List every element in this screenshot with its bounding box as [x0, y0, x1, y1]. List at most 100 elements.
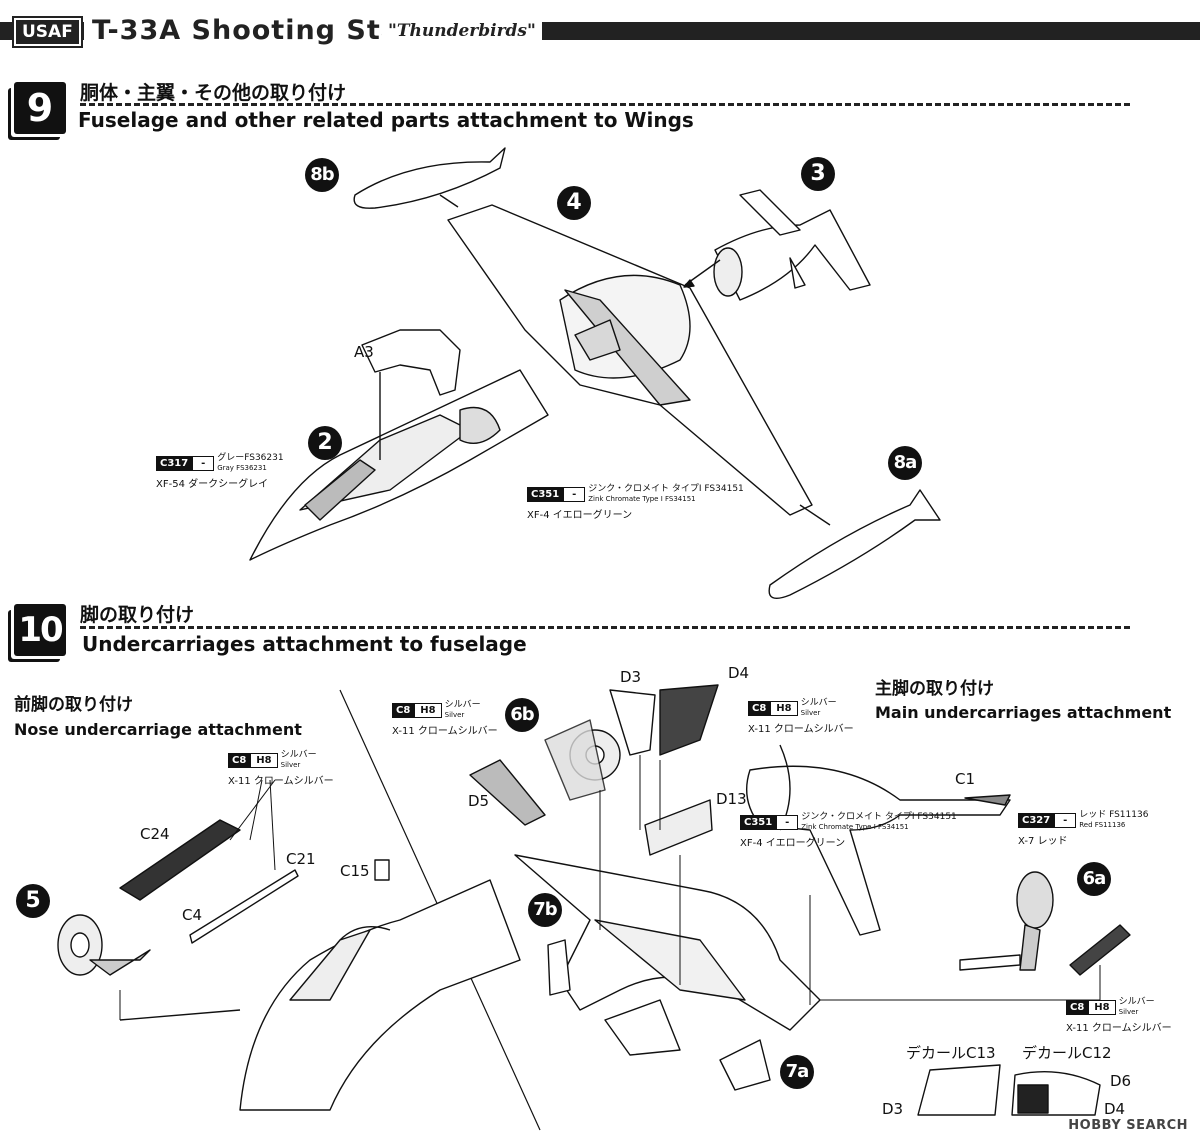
- paint-callout-silver-6b: C8 H8 シルバー Silver X-11 クロームシルバー: [392, 700, 498, 737]
- decal-label-c13: デカールC13: [906, 1044, 996, 1062]
- paint-callout-zinc: C351 - ジンク・クロメイト タイプⅠ FS34151 Zink Chrom…: [740, 812, 957, 849]
- part-label-d3: D3: [620, 668, 642, 686]
- part-callout-8a: 8a: [888, 446, 922, 480]
- part-callout-2: 2: [308, 426, 342, 460]
- paint-code: C8: [748, 700, 771, 716]
- paint-code-alt: -: [1054, 812, 1077, 828]
- plan-view-aircraft: [746, 765, 1011, 936]
- paint-name-jp: ジンク・クロメイト タイプⅠ FS34151: [801, 812, 957, 822]
- paint-code-alt: H8: [770, 700, 798, 716]
- paint-code-alt: -: [776, 814, 799, 830]
- part-callout-6a: 6a: [1077, 862, 1111, 896]
- paint-name-en: Red FS11136: [1079, 821, 1126, 829]
- paint-name-jp: レッド FS11136: [1079, 810, 1149, 820]
- paint-code: C8: [228, 752, 251, 768]
- part-label-c4: C4: [182, 906, 203, 924]
- paint-xf: X-11 クロームシルバー: [1066, 1023, 1172, 1034]
- nose-gear-title-jp: 前脚の取り付け: [14, 695, 133, 715]
- paint-code-alt: -: [192, 455, 215, 471]
- paint-xf: X-7 レッド: [1018, 836, 1068, 847]
- part-callout-4: 4: [557, 186, 591, 220]
- paint-name-jp: ジンク・クロメイト タイプⅠ FS34151: [588, 484, 744, 494]
- main-gear-title-jp: 主脚の取り付け: [875, 679, 994, 699]
- part-c24: [119, 819, 241, 901]
- part-callout-7a: 7a: [780, 1055, 814, 1089]
- part-callout-7b: 7b: [528, 893, 562, 927]
- paint-code: C8: [1066, 999, 1089, 1015]
- part-callout-6b: 6b: [505, 698, 539, 732]
- part-d3: [609, 689, 656, 756]
- paint-name-jp: シルバー: [1118, 997, 1155, 1007]
- paint-code-alt: H8: [414, 702, 442, 718]
- paint-name: ジンク・クロメイト タイプⅠ FS34151 Zink Chromate Typ…: [801, 812, 957, 832]
- paint-name-en: Zink Chromate Type I FS34151: [588, 495, 696, 503]
- paint-code: C351: [740, 814, 777, 830]
- paint-callout-c351: C351 - ジンク・クロメイト タイプⅠ FS34151 Zink Chrom…: [527, 484, 744, 521]
- part-label-a3: A3: [354, 343, 374, 361]
- paint-xf: X-11 クロームシルバー: [748, 724, 854, 735]
- decal-panel-d3: [917, 1064, 1001, 1116]
- paint-callout-silver-d4: C8 H8 シルバー Silver X-11 クロームシルバー: [748, 698, 854, 735]
- paint-code: C351: [527, 486, 564, 502]
- page-header: USAF T-33A Shooting Star "Thunderbirds": [0, 14, 1200, 50]
- paint-callout-silver-nose: C8 H8 シルバー Silver X-11 クロームシルバー: [228, 750, 334, 787]
- paint-callout-silver-6a: C8 H8 シルバー Silver X-11 クロームシルバー: [1066, 997, 1172, 1034]
- paint-name-jp: グレーFS36231: [217, 453, 284, 463]
- part-6a-door: [1069, 924, 1131, 976]
- part-d5: [469, 759, 546, 826]
- tail-assembly: [714, 209, 871, 301]
- drop-tank-8b: [353, 147, 506, 209]
- paint-name: ジンク・クロメイト タイプⅠ FS34151 Zink Chromate Typ…: [588, 484, 744, 504]
- paint-name-en: Silver: [444, 711, 465, 719]
- drop-tank-8a: [768, 489, 941, 599]
- paint-xf: XF-4 イエローグリーン: [740, 838, 846, 849]
- page-subtitle: "Thunderbirds": [382, 20, 542, 42]
- part-callout-5: 5: [16, 884, 50, 918]
- step-9-number: 9: [14, 82, 66, 134]
- watermark: HOBBY SEARCH: [1068, 1118, 1188, 1133]
- part-a3: [361, 329, 461, 396]
- paint-name: グレーFS36231 Gray FS36231: [217, 453, 283, 473]
- step-10-number: 10: [14, 604, 66, 656]
- paint-name: シルバー Silver: [801, 698, 837, 718]
- paint-name-en: Gray FS36231: [217, 464, 267, 472]
- part-d4: [659, 684, 719, 756]
- part-d13: [644, 799, 713, 856]
- paint-name: レッド FS11136 Red FS11136: [1079, 810, 1148, 830]
- part-label-c21: C21: [286, 850, 316, 868]
- part-callout-3: 3: [801, 157, 835, 191]
- paint-xf: X-11 クロームシルバー: [392, 726, 498, 737]
- part-callout-8b: 8b: [305, 158, 339, 192]
- usaf-badge: USAF: [12, 16, 83, 48]
- paint-name-jp: シルバー: [800, 698, 837, 708]
- step-10-title-en: Undercarriages attachment to fuselage: [82, 632, 527, 656]
- nose-fuselage: [239, 879, 521, 1111]
- paint-xf: XF-54 ダークシーグレイ: [156, 479, 269, 490]
- paint-callout-red: C327 - レッド FS11136 Red FS11136 X-7 レッド: [1018, 810, 1148, 847]
- decal-label-c12: デカールC12: [1022, 1044, 1112, 1062]
- main-gear-title-en: Main undercarriages attachment: [875, 703, 1172, 722]
- page-title: T-33A Shooting Star: [84, 14, 423, 48]
- paint-name-en: Silver: [800, 709, 821, 717]
- part-label-d4: D4: [728, 664, 750, 682]
- step-10-title-jp: 脚の取り付け: [80, 604, 195, 626]
- step-9-divider: [80, 103, 1130, 106]
- paint-code: C327: [1018, 812, 1055, 828]
- paint-name: シルバー Silver: [445, 700, 481, 720]
- part-label-d6: D6: [1110, 1072, 1132, 1090]
- paint-code-alt: H8: [250, 752, 278, 768]
- step-9-title-en: Fuselage and other related parts attachm…: [78, 108, 694, 132]
- paint-name: シルバー Silver: [1119, 997, 1155, 1017]
- paint-name-jp: シルバー: [280, 750, 317, 760]
- part-label-d4-decal: D4: [1104, 1100, 1126, 1118]
- step-10-divider: [80, 626, 1130, 629]
- paint-code: C317: [156, 455, 193, 471]
- paint-name-jp: シルバー: [444, 700, 481, 710]
- paint-xf: X-11 クロームシルバー: [228, 776, 334, 787]
- part-label-c1: C1: [955, 770, 976, 788]
- paint-code-alt: -: [563, 486, 586, 502]
- step-9-title-jp: 胴体・主翼・その他の取り付け: [80, 82, 347, 104]
- paint-code-alt: H8: [1088, 999, 1116, 1015]
- part-c21: [189, 869, 299, 944]
- paint-name-en: Zink Chromate Type I FS34151: [801, 823, 909, 831]
